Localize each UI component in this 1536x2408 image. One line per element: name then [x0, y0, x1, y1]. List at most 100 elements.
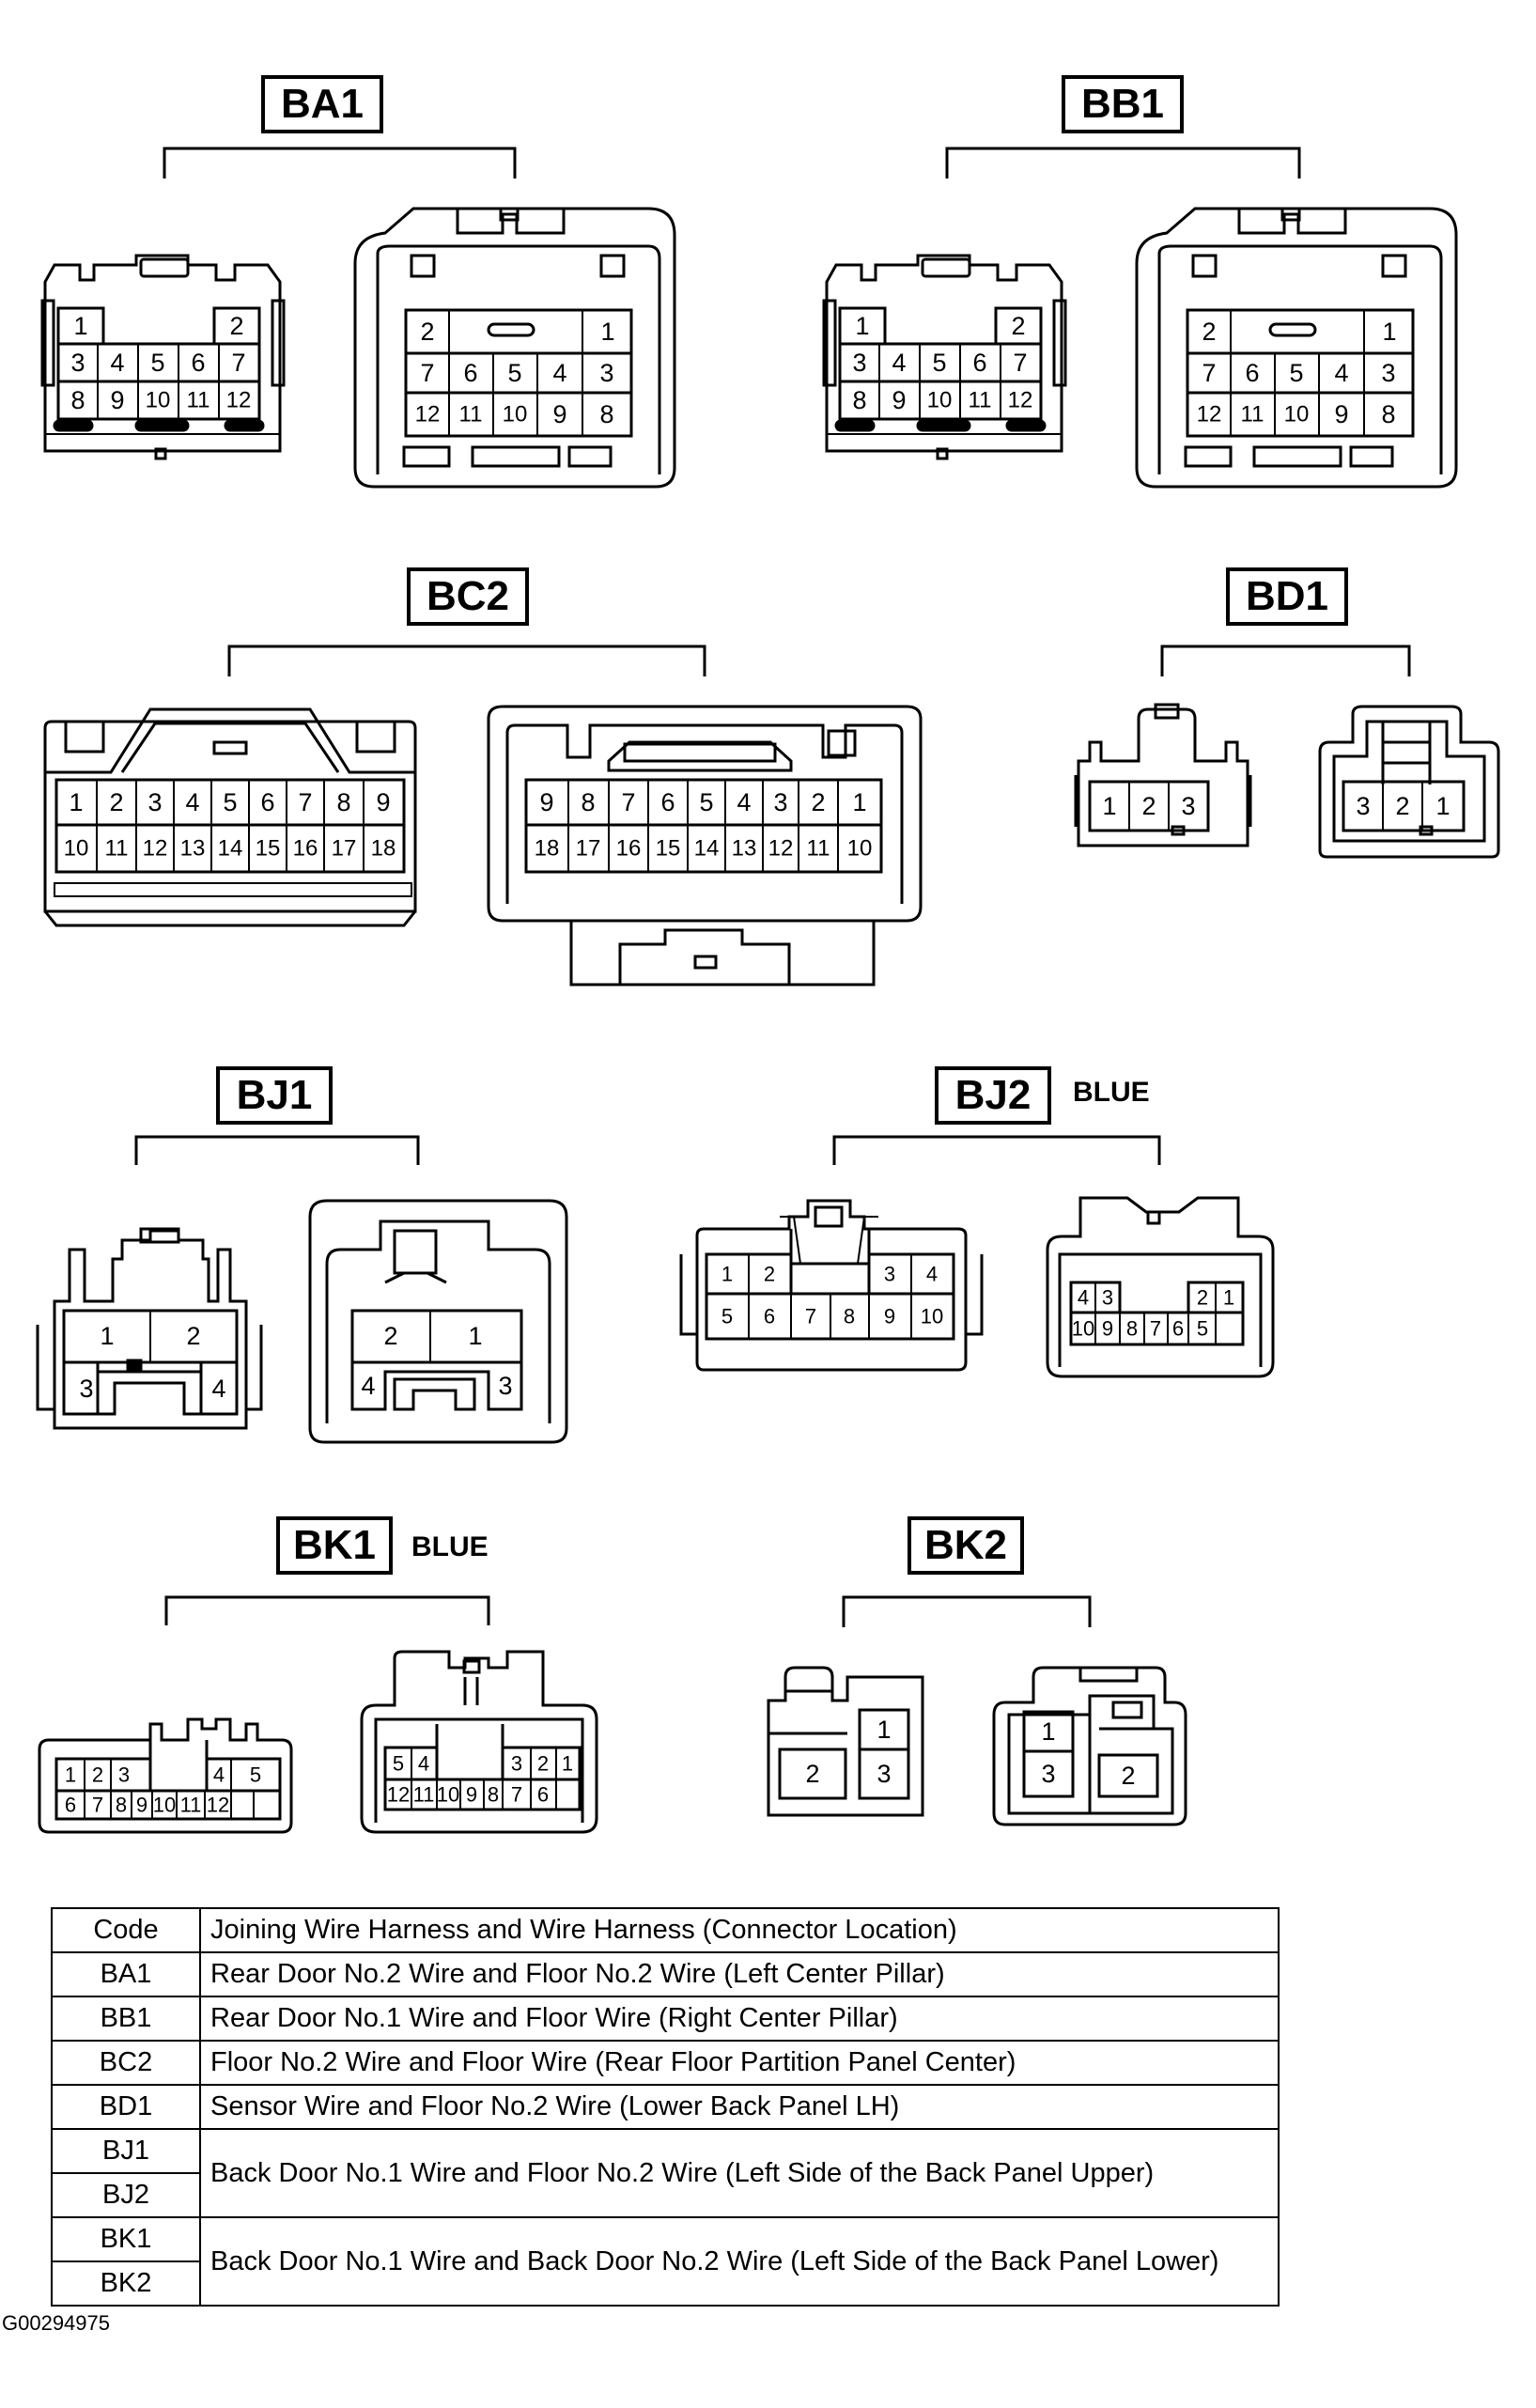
pin-number: 6	[972, 349, 986, 377]
pin-number: 7	[805, 1305, 816, 1328]
pin-number: 3	[1102, 1286, 1113, 1310]
pin-number: 6	[764, 1305, 775, 1328]
pin-number: 7	[1150, 1317, 1161, 1341]
pin-number: 9	[884, 1305, 895, 1328]
legend-header-row: Code Joining Wire Harness and Wire Harne…	[51, 1907, 1280, 1953]
pin-number: 13	[180, 836, 206, 862]
pin-number: 11	[187, 388, 210, 413]
pin-number: 2	[1121, 1762, 1135, 1790]
pin-number: 2	[420, 318, 434, 346]
legend-description: Rear Door No.2 Wire and Floor No.2 Wire …	[199, 1951, 1280, 1997]
pin-number: 10	[503, 402, 528, 427]
pin-number: 8	[70, 386, 85, 414]
connector-color-bk1: BLUE	[411, 1531, 489, 1562]
pin-number: 9	[136, 1794, 147, 1817]
pin-number: 3	[877, 1760, 891, 1788]
pin-number: 14	[694, 836, 720, 862]
legend-code: BJ1	[51, 2128, 201, 2174]
pin-number: 5	[1197, 1317, 1208, 1341]
pin-number: 1	[69, 788, 83, 816]
pin-number: 1	[1102, 792, 1116, 820]
bracket-bk2	[842, 1595, 1092, 1627]
pin-number: 2	[764, 1263, 775, 1286]
pin-number: 8	[581, 788, 595, 816]
bracket-bb1	[945, 147, 1301, 179]
pin-number: 8	[1126, 1317, 1138, 1341]
connector-code-ba1: BA1	[261, 75, 383, 133]
pin-number: 5	[932, 349, 946, 377]
pin-number: 16	[293, 836, 318, 862]
pin-number: 8	[116, 1794, 127, 1817]
pin-number: 4	[110, 349, 124, 377]
legend-code: BK2	[51, 2260, 201, 2307]
pin-number: 9	[892, 386, 906, 414]
pin-number: 12	[768, 836, 794, 862]
figure-code: G00294975	[2, 2311, 110, 2335]
pin-number: 2	[229, 312, 243, 340]
pin-number: 4	[926, 1263, 938, 1286]
pin-number: 3	[147, 788, 162, 816]
pin-number: 9	[110, 386, 124, 414]
pin-number: 2	[1202, 318, 1216, 346]
legend-row: BD1 Sensor Wire and Floor No.2 Wire (Low…	[51, 2084, 1280, 2130]
connector-bb1-female	[822, 254, 1067, 460]
pin-number: 6	[1245, 359, 1259, 387]
bracket-ba1	[163, 147, 517, 179]
pin-number: 3	[884, 1263, 895, 1286]
pin-number: 2	[383, 1322, 397, 1350]
legend-description: Back Door No.1 Wire and Back Door No.2 W…	[199, 2216, 1280, 2307]
legend-description: Rear Door No.1 Wire and Floor Wire (Righ…	[199, 1996, 1280, 2042]
pin-number: 10	[1072, 1317, 1094, 1341]
pin-number: 2	[109, 788, 123, 816]
pin-number: 3	[599, 359, 613, 387]
pin-number: 1	[100, 1322, 114, 1350]
pin-number: 12	[387, 1783, 410, 1807]
pin-number: 10	[64, 836, 89, 862]
pin-number: 3	[511, 1752, 522, 1776]
pin-number: 15	[256, 836, 281, 862]
connector-bj1-female	[36, 1227, 263, 1430]
pin-number: 15	[656, 836, 681, 862]
pin-number: 4	[418, 1752, 429, 1776]
pin-number: 17	[332, 836, 357, 862]
pin-number: 5	[1289, 359, 1303, 387]
pin-number: 4	[552, 359, 566, 387]
pin-number: 3	[70, 349, 85, 377]
pin-number: 1	[852, 788, 866, 816]
connector-bc2-male	[487, 705, 923, 987]
pin-number: 2	[1395, 792, 1409, 820]
connector-bd1-female	[1074, 703, 1252, 847]
connector-bk2-female	[767, 1666, 924, 1817]
pin-number: 4	[1334, 359, 1348, 387]
pin-number: 1	[877, 1716, 891, 1744]
pin-number: 3	[1356, 792, 1370, 820]
pin-number: 17	[576, 836, 601, 862]
pin-number: 2	[1197, 1286, 1208, 1310]
pin-number: 6	[65, 1794, 76, 1817]
pin-number: 11	[459, 402, 483, 427]
pin-number: 2	[537, 1752, 549, 1776]
pin-number: 10	[847, 836, 873, 862]
pin-number: 2	[186, 1322, 200, 1350]
pin-number: 3	[773, 788, 787, 816]
pin-number: 3	[118, 1763, 130, 1787]
connector-bb1-male	[1135, 207, 1458, 489]
pin-number: 7	[92, 1794, 103, 1817]
connector-code-bk1: BK1	[276, 1516, 393, 1575]
pin-number: 11	[1241, 402, 1264, 427]
pin-number: 5	[699, 788, 713, 816]
pin-number: 6	[463, 359, 477, 387]
pin-number: 3	[1381, 359, 1395, 387]
pin-number: 12	[143, 836, 168, 862]
pin-number: 8	[852, 386, 866, 414]
pin-number: 6	[260, 788, 274, 816]
pin-number: 13	[732, 836, 757, 862]
connector-bk1-female	[38, 1717, 293, 1834]
connector-bj2-female	[679, 1199, 984, 1372]
legend-row: BK1 Back Door No.1 Wire and Back Door No…	[51, 2216, 1280, 2307]
pin-number: 18	[371, 836, 396, 862]
pin-number: 6	[660, 788, 675, 816]
legend-code: BC2	[51, 2040, 201, 2086]
pin-number: 1	[1223, 1286, 1234, 1310]
